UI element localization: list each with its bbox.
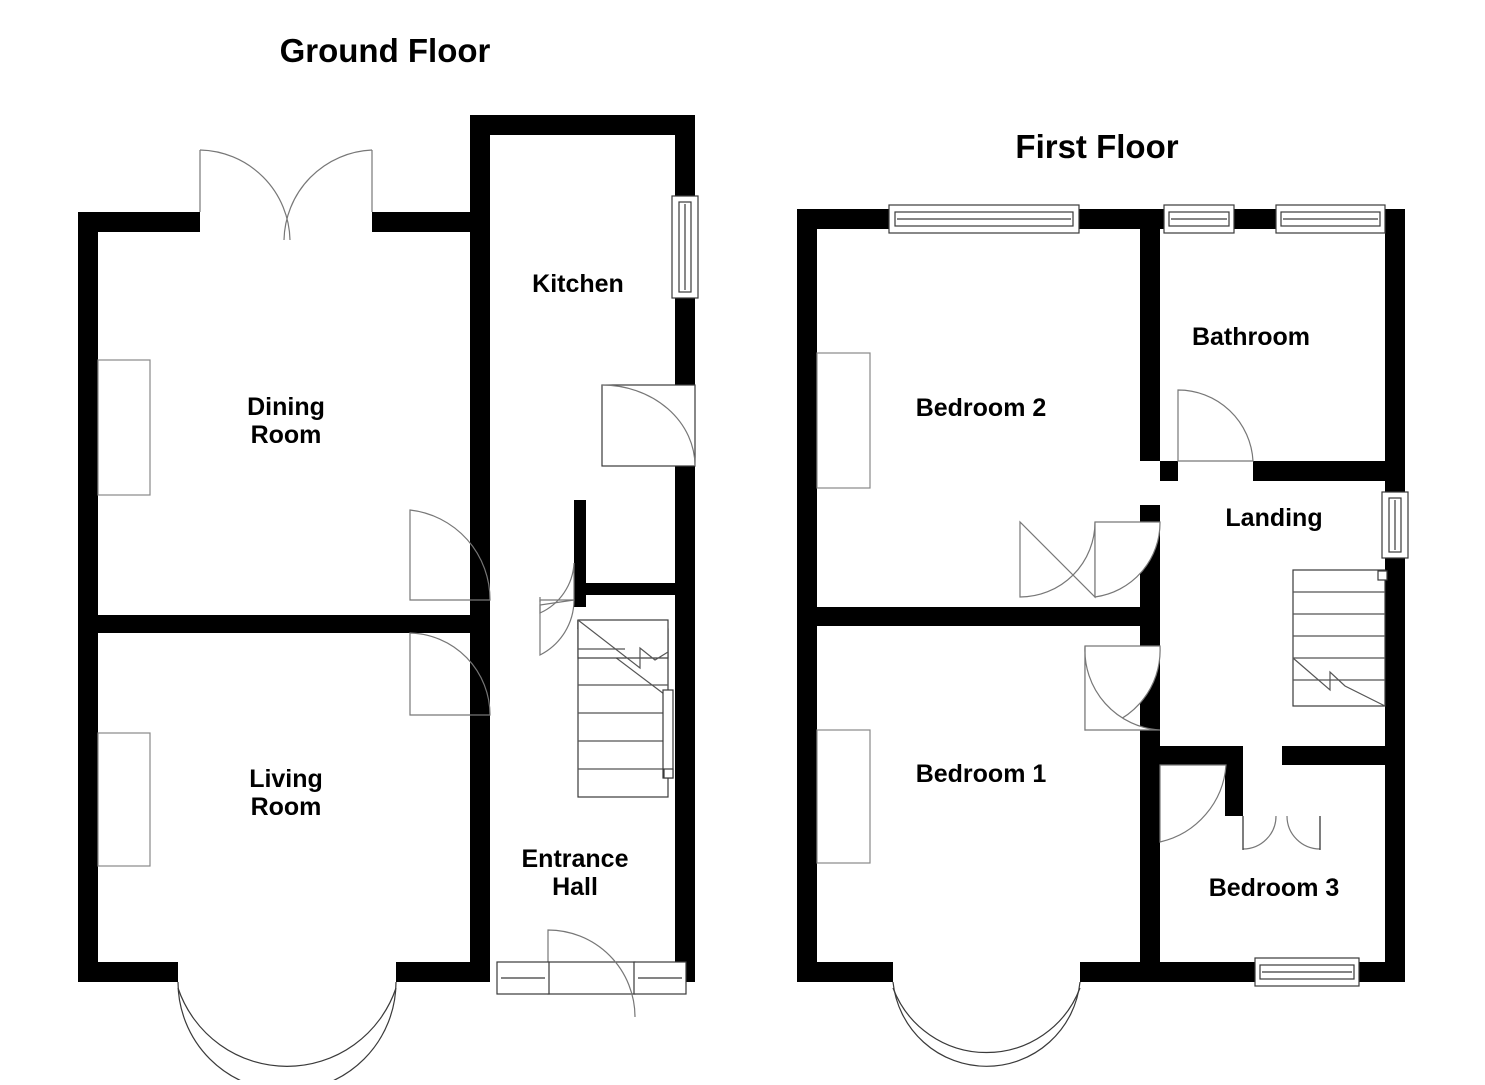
wall-bottom-left-segment <box>78 962 178 982</box>
first-floor-windows <box>888 204 1409 1067</box>
room-label-bedroom-3: Bedroom 3 <box>1209 874 1340 902</box>
room-label-living-room-line1: Living <box>249 765 323 793</box>
cupboard-door-right <box>1286 815 1321 850</box>
ff-stair-newel-post <box>1377 570 1388 581</box>
wall-left-outer <box>78 212 98 982</box>
front-door-swing <box>547 929 636 1018</box>
ff-wall-top-mid-2 <box>1234 209 1276 229</box>
dining-chimney-recess <box>97 359 151 496</box>
bedroom1-bow-window-outer <box>892 981 1081 1067</box>
hall-kitchen-door-swing-lower <box>539 599 575 656</box>
wall-right-outer-lower <box>675 466 695 982</box>
ground-floor-doors <box>199 149 696 1018</box>
ff-stair-winder-arrow <box>1292 657 1386 707</box>
ground-floor-group: Ground Floor <box>78 32 699 1085</box>
ground-floor-labels: Dining Room Kitchen Living Room Entrance… <box>247 270 628 901</box>
wall-hall-kitchen-horizontal <box>574 583 675 595</box>
living-bow-window-outer <box>177 981 397 1085</box>
ff-wall-bottom-left-stub <box>797 962 893 982</box>
first-floor-fixtures <box>816 352 871 864</box>
living-to-hall-door-swing <box>409 632 491 716</box>
stair-winder-zone <box>577 619 669 659</box>
room-label-entrance-hall-line2: Hall <box>552 873 598 901</box>
room-label-dining-room-line1: Dining <box>247 393 325 421</box>
ff-wall-bath-landing-nib <box>1160 461 1178 481</box>
bedroom2-door-swing <box>1094 521 1161 598</box>
room-label-kitchen: Kitchen <box>532 270 624 298</box>
ff-wall-top-left-stub <box>797 209 889 229</box>
ground-floor-title: Ground Floor <box>280 32 491 69</box>
ff-wall-left-outer <box>797 209 817 982</box>
first-floor-group: First Floor <box>797 128 1409 1067</box>
wall-right-above-kitchen-window <box>675 115 695 197</box>
ff-wall-right-upper <box>1385 209 1405 492</box>
bedroom3-door-swing <box>1159 764 1227 843</box>
stair-winder-arrow <box>577 619 669 670</box>
ground-floor-windows <box>177 195 699 1085</box>
first-floor-title: First Floor <box>1015 128 1178 165</box>
wall-top-left-segment <box>78 212 200 232</box>
first-floor-staircase <box>1292 569 1388 707</box>
room-label-landing: Landing <box>1225 504 1322 532</box>
ff-wall-bottom-mid <box>1080 962 1255 982</box>
ff-wall-right-lower <box>1385 558 1405 982</box>
kitchen-back-door-swing <box>601 384 696 467</box>
hall-kitchen-door-swing-upper <box>539 562 575 614</box>
dining-to-hall-door-swing <box>409 509 491 601</box>
first-floor-labels: Bedroom 2 Bathroom Landing Bedroom 1 Bed… <box>916 323 1340 902</box>
ff-wall-landing-bed3-right <box>1282 746 1385 765</box>
ground-floor-walls <box>78 115 695 982</box>
ff-wall-landing-bed3-left <box>1160 746 1242 765</box>
room-label-bedroom-1: Bedroom 1 <box>916 760 1047 788</box>
bathroom-door-swing <box>1177 389 1254 462</box>
bedroom2-chimney-recess <box>816 352 871 489</box>
stair-handrail <box>662 689 674 779</box>
first-floor-walls <box>797 209 1405 982</box>
ground-floor-fixtures <box>97 359 151 867</box>
room-label-living-room-line2: Room <box>251 793 322 821</box>
ff-wall-landing-bed3-nib <box>1225 746 1243 816</box>
room-label-bathroom: Bathroom <box>1192 323 1310 351</box>
wall-bottom-mid-segment <box>396 962 490 982</box>
kitchen-back-door-frame <box>601 384 696 467</box>
patio-door-swing-right <box>283 149 373 241</box>
wall-hall-left-spine <box>470 115 490 982</box>
stair-newel-post <box>663 768 674 779</box>
ff-wall-bottom-right-stub <box>1358 962 1405 982</box>
ff-wall-bed2-bath-upper <box>1140 209 1160 461</box>
wall-right-kitchen-mid <box>675 297 695 385</box>
patio-door-swing-left <box>199 149 291 241</box>
ff-wall-bath-landing-divider <box>1253 461 1385 481</box>
bedroom1-chimney-recess <box>816 729 871 864</box>
bedroom1-door-swing-lower <box>1084 645 1161 731</box>
ff-wall-bed1-landing <box>1140 607 1160 982</box>
ff-wall-bed2-bed1-divider <box>817 607 1160 626</box>
living-chimney-recess <box>97 732 151 867</box>
cupboard-door-left <box>1242 815 1277 850</box>
wall-kitchen-top <box>470 115 695 135</box>
wall-hall-kitchen-stub <box>574 500 586 607</box>
wall-jamb-dining-hall <box>479 490 490 510</box>
room-label-dining-room-line2: Room <box>251 421 322 449</box>
room-label-bedroom-2: Bedroom 2 <box>916 394 1047 422</box>
living-bow-window-inner <box>177 987 397 1067</box>
wall-top-right-segment <box>372 212 480 232</box>
wall-dining-living-divider <box>78 615 490 633</box>
front-door-threshold <box>547 961 636 995</box>
first-floor-doors <box>1019 389 1321 850</box>
ff-stair-flight-body <box>1292 569 1386 707</box>
room-label-entrance-hall-line1: Entrance <box>522 845 629 873</box>
bedroom1-bow-window-inner <box>892 987 1081 1054</box>
ground-floor-staircase <box>577 619 674 798</box>
